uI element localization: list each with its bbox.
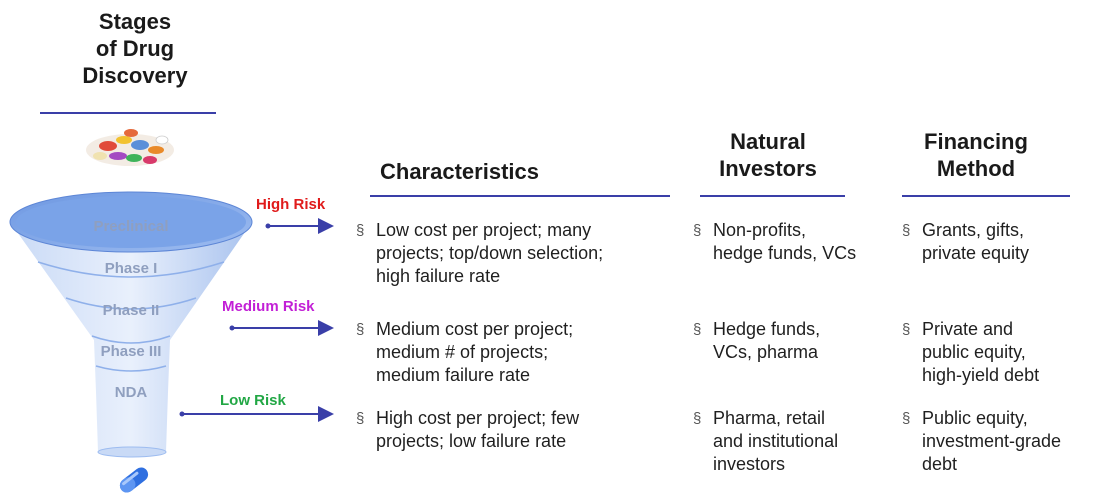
stages-heading-line: Stages <box>98 9 172 34</box>
funnel-stage-phase-2: Phase II <box>102 302 160 319</box>
investors-heading: Natural Investors <box>698 128 838 182</box>
bullet-marker: § <box>902 410 911 427</box>
funnel-stage-phase-1: Phase I <box>104 260 158 277</box>
bullet-marker: § <box>902 321 911 338</box>
risk-label-high: High Risk <box>256 196 326 213</box>
financing-heading-line: Method <box>936 156 1016 181</box>
text-line: Pharma, retail <box>713 408 826 428</box>
text-line: medium failure rate <box>376 365 531 385</box>
text-line: investors <box>713 454 786 474</box>
investors-heading-line: Natural <box>730 129 806 154</box>
text-line: Medium cost per project; <box>376 319 574 339</box>
bullet-marker: § <box>356 410 365 427</box>
pills-image <box>86 129 174 166</box>
financing-rule <box>902 195 1070 197</box>
bullet-marker: § <box>693 222 702 239</box>
text-line: private equity <box>922 243 1030 263</box>
risk-label-medium: Medium Risk <box>222 298 315 315</box>
text-line: Non-profits, <box>713 220 807 240</box>
text-line: high failure rate <box>376 266 501 286</box>
text-line: VCs, pharma <box>713 342 819 362</box>
text-line: medium # of projects; <box>376 342 549 362</box>
financing-heading-line: Financing <box>924 129 1028 154</box>
stages-heading-rule <box>40 112 216 114</box>
text-line: Low cost per project; many <box>376 220 592 240</box>
text-line: High cost per project; few <box>376 408 580 428</box>
bullet-marker: § <box>356 222 365 239</box>
text-line: investment-grade <box>922 431 1062 451</box>
bullet-marker: § <box>902 222 911 239</box>
bullet-marker: § <box>693 321 702 338</box>
financing-heading: Financing Method <box>896 128 1056 182</box>
funnel-graphic <box>9 191 253 458</box>
text-line: Private and <box>922 319 1014 339</box>
funnel-stage-preclinical: Preclinical <box>93 218 169 235</box>
bullet-marker: § <box>356 321 365 338</box>
capsule-icon <box>119 467 149 493</box>
funnel-stage-nda: NDA <box>114 384 148 401</box>
text-line: projects; low failure rate <box>376 431 567 451</box>
stages-heading-line: Discovery <box>82 63 188 88</box>
funnel-stage-phase-3: Phase III <box>100 343 162 360</box>
text-line: hedge funds, VCs <box>713 243 857 263</box>
text-line: projects; top/down selection; <box>376 243 604 263</box>
investors-heading-line: Investors <box>719 156 817 181</box>
characteristics-heading: Characteristics <box>380 159 539 184</box>
characteristics-rule <box>370 195 670 197</box>
text-line: Hedge funds, <box>713 319 821 339</box>
risk-arrows <box>179 218 334 422</box>
risk-label-low: Low Risk <box>220 392 286 409</box>
text-line: Grants, gifts, <box>922 220 1025 240</box>
bullet-marker: § <box>693 410 702 427</box>
text-line: public equity, <box>922 342 1026 362</box>
text-line: high-yield debt <box>922 365 1040 385</box>
stages-heading: Stages of Drug Discovery <box>60 8 210 89</box>
text-line: Public equity, <box>922 408 1028 428</box>
investors-rule <box>700 195 845 197</box>
stages-heading-line: of Drug <box>95 36 175 61</box>
text-line: and institutional <box>713 431 839 451</box>
text-line: debt <box>922 454 958 474</box>
